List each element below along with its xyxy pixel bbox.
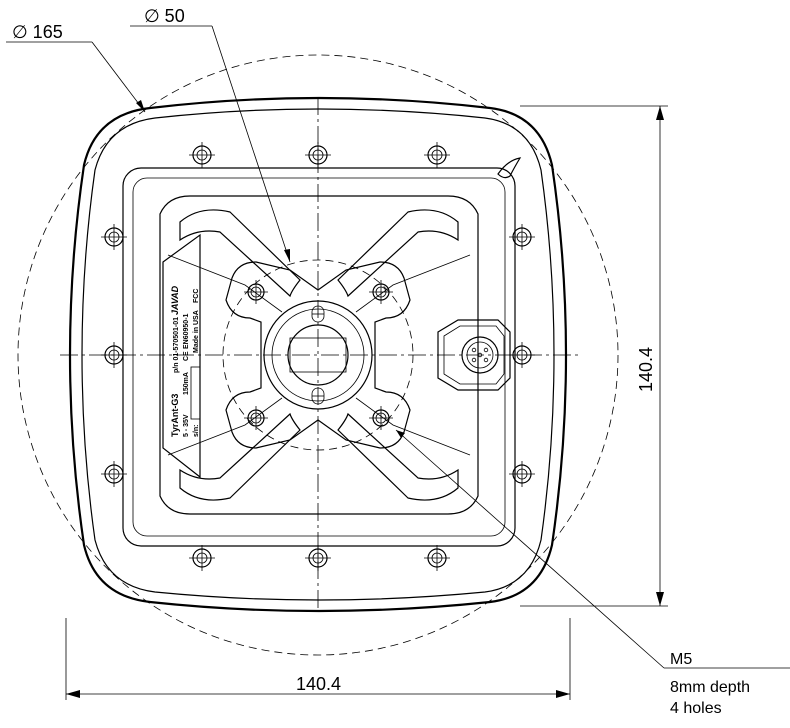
label-part-number: p/n 01-570501-01 (173, 317, 180, 373)
label-fcc-mark: FCC (193, 289, 200, 303)
label-made-in: Made in USA (193, 310, 200, 353)
outer-diameter-callout: ∅ 165 (6, 22, 146, 113)
logo-mark-icon (497, 157, 522, 179)
height-dimension-label: 140.4 (636, 347, 656, 392)
perimeter-screw (101, 224, 127, 250)
outer-housing (68, 96, 568, 613)
inner-diameter-callout: ∅ 50 (130, 6, 291, 263)
thread-callout: M5 8mm depth 4 holes (395, 429, 790, 717)
perimeter-screw (189, 142, 215, 168)
serial-box (190, 366, 201, 420)
perimeter-screw (509, 461, 535, 487)
center-plate (159, 195, 479, 515)
label-model: TyrAnt-G3 (170, 394, 180, 437)
width-dimension-label: 140.4 (296, 674, 341, 694)
depth-label: 8mm depth (670, 679, 750, 696)
brand-logo: JAVAD (170, 285, 180, 315)
outer-housing-inner-edge (81, 108, 555, 601)
mounting-lobes (225, 261, 411, 449)
outer-reference-circle (17, 54, 619, 656)
label-power: 5 - 35V (183, 414, 190, 437)
m5-hole (244, 406, 268, 430)
m5-holes (244, 280, 393, 430)
label-ce-mark: CE (183, 351, 190, 361)
m5-hole (244, 280, 268, 304)
label-serial: s/n: (193, 425, 200, 437)
m5-hole (369, 280, 393, 304)
width-dimension: 140.4 (65, 618, 571, 700)
perimeter-screw (424, 545, 450, 571)
m5-hole (369, 406, 393, 430)
label-standard: EN60950-1 (183, 313, 190, 349)
device-label: TyrAnt-G3 p/n 01-570501-01 5 - 35V 150mA… (162, 233, 201, 479)
x-ribs (167, 209, 471, 501)
perimeter-screw (189, 545, 215, 571)
inner-diameter-label: ∅ 50 (144, 6, 185, 26)
perimeter-screw (424, 142, 450, 168)
label-current: 150mA (183, 372, 190, 395)
frame-inner (132, 177, 506, 537)
height-dimension: 140.4 (520, 105, 668, 607)
perimeter-screw (509, 224, 535, 250)
perimeter-screws (101, 142, 535, 571)
outer-diameter-label: ∅ 165 (12, 22, 63, 42)
count-label: 4 holes (670, 700, 722, 717)
perimeter-screw (101, 461, 127, 487)
thread-label: M5 (670, 651, 692, 668)
